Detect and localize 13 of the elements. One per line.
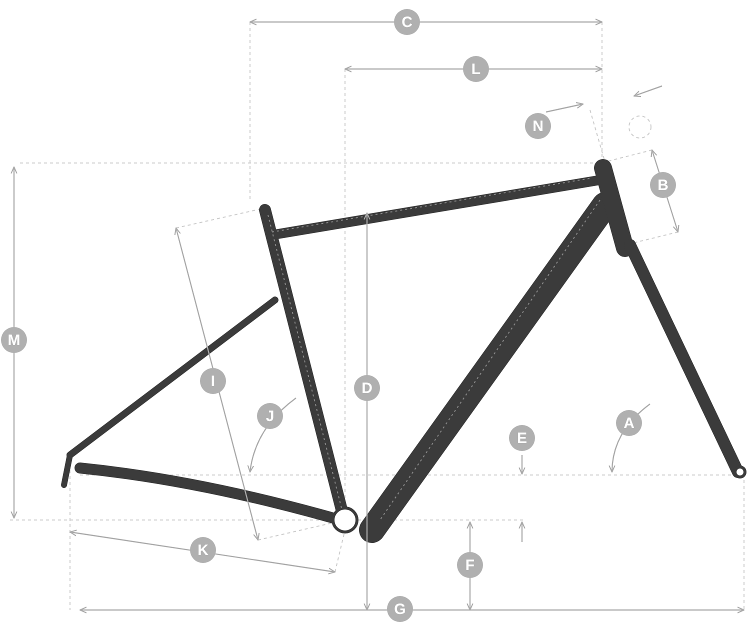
callout-letter: G — [387, 596, 413, 622]
callout-letter: I — [200, 368, 226, 394]
callout-letter: B — [650, 172, 676, 198]
callout-letter: F — [457, 552, 483, 578]
callout-letter: N — [525, 113, 551, 139]
callout-letter: A — [616, 410, 642, 436]
callout-letter: D — [354, 375, 380, 401]
callout-letter: C — [394, 9, 420, 35]
callout-letter: L — [463, 56, 489, 82]
callout-letter: K — [190, 537, 216, 563]
callout-letter: J — [257, 403, 283, 429]
callout-letter: M — [1, 327, 27, 353]
callout-letter: E — [509, 425, 535, 451]
